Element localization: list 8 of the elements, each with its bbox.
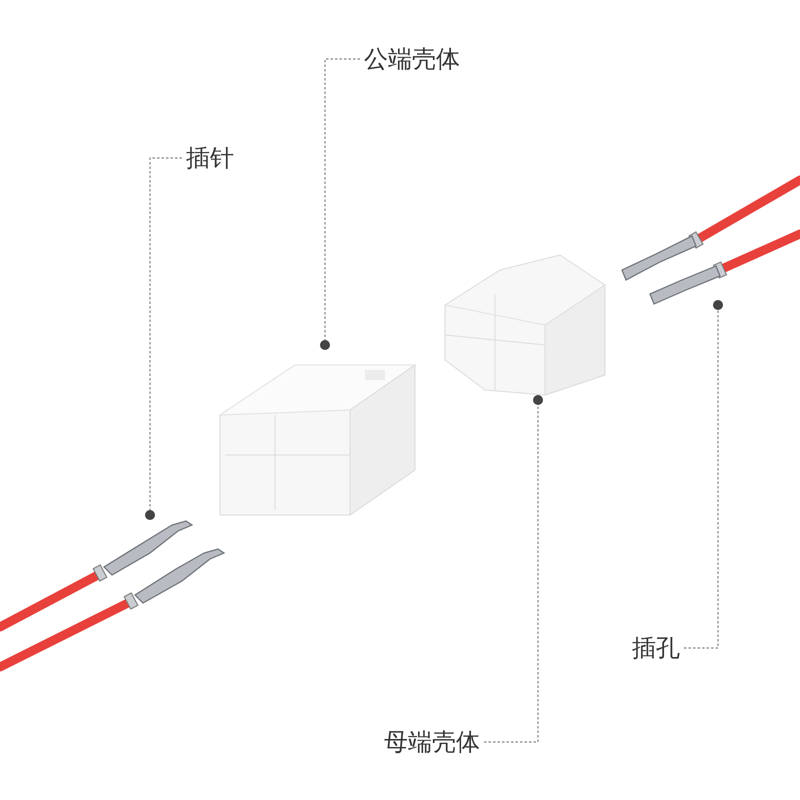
leader-line [320,58,360,350]
part-label: 公端壳体 [364,45,460,73]
leader-line [145,157,182,520]
part-label: 插孔 [632,634,680,662]
part-label: 母端壳体 [384,728,480,756]
leader-line [484,395,543,743]
leader-line [684,300,723,649]
part-label: 插针 [186,144,234,172]
